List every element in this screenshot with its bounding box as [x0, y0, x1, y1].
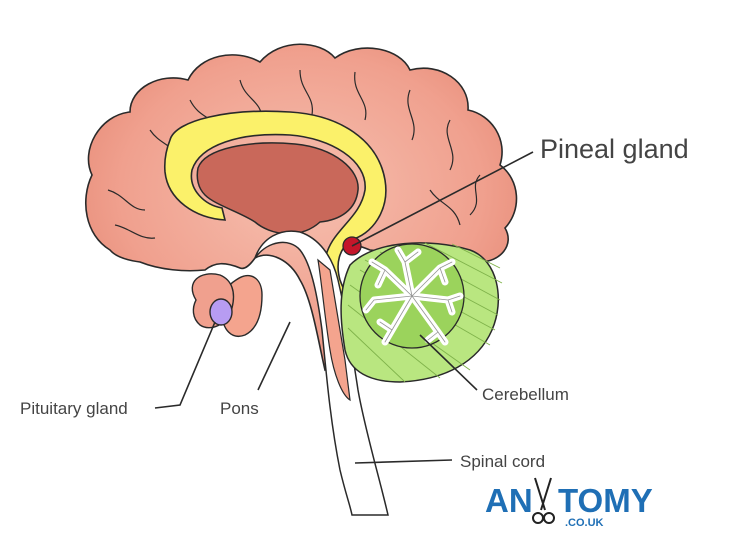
label-spinal-cord: Spinal cord	[460, 452, 545, 471]
logo-text-left: AN	[485, 482, 533, 519]
pituitary-gland	[209, 298, 233, 326]
logo-text-right: TOMY	[558, 482, 653, 519]
leader-spinal	[354, 459, 453, 464]
sulci	[107, 69, 481, 239]
midbrain	[317, 258, 351, 402]
leader-pineal	[351, 151, 534, 247]
lateral-ventricle	[196, 142, 359, 235]
leader-lines	[154, 151, 534, 464]
scissors-icon	[532, 477, 555, 524]
leader-pons	[257, 321, 291, 391]
label-pineal-gland: Pineal gland	[540, 134, 689, 164]
leader-pituitary	[154, 321, 216, 409]
cerebellum	[340, 242, 503, 383]
logo-subtext: .CO.UK	[565, 517, 604, 529]
brainstem	[254, 230, 389, 516]
label-pituitary-gland: Pituitary gland	[20, 399, 128, 418]
label-pons: Pons	[220, 399, 259, 418]
label-cerebellum: Cerebellum	[482, 385, 569, 404]
leader-cerebellum	[419, 334, 478, 391]
anatomy-logo: AN TOMY .CO.UK	[485, 477, 653, 529]
